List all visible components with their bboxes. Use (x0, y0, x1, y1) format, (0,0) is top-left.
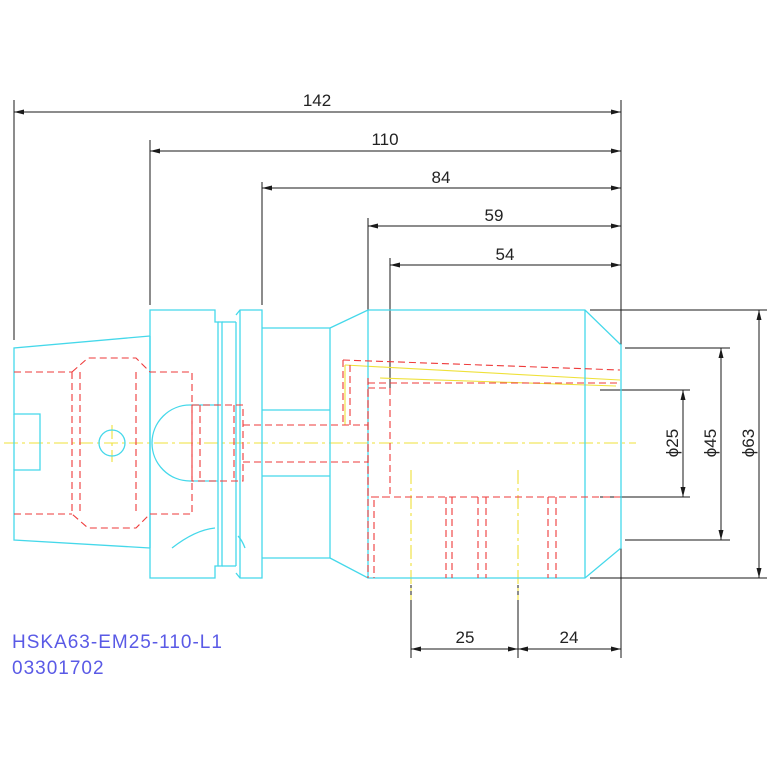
dim-diameter-25: ϕ25 (663, 429, 682, 457)
dim-length-59: 59 (485, 206, 504, 225)
part-outline (13, 309, 622, 579)
dim-length-54: 54 (496, 245, 515, 264)
dim-diameter-45: ϕ45 (701, 429, 720, 457)
dimension-lines (13, 100, 767, 658)
dim-length-84: 84 (432, 168, 451, 187)
dim-clamp-24: 24 (560, 628, 579, 647)
part-number: HSKA63-EM25-110-L1 (12, 632, 223, 653)
hidden-lines (14, 357, 621, 578)
dimension-labels: 142 110 84 59 54 25 24 ϕ25 ϕ45 ϕ63 (303, 91, 758, 647)
title-block: HSKA63-EM25-110-L1 03301702 (12, 632, 223, 679)
dim-diameter-63: ϕ63 (739, 429, 758, 457)
dim-clamp-25: 25 (456, 628, 475, 647)
drawing-number: 03301702 (12, 658, 105, 679)
dim-overall-length: 142 (303, 91, 331, 110)
center-lines (4, 364, 636, 600)
dim-length-110: 110 (371, 130, 398, 149)
